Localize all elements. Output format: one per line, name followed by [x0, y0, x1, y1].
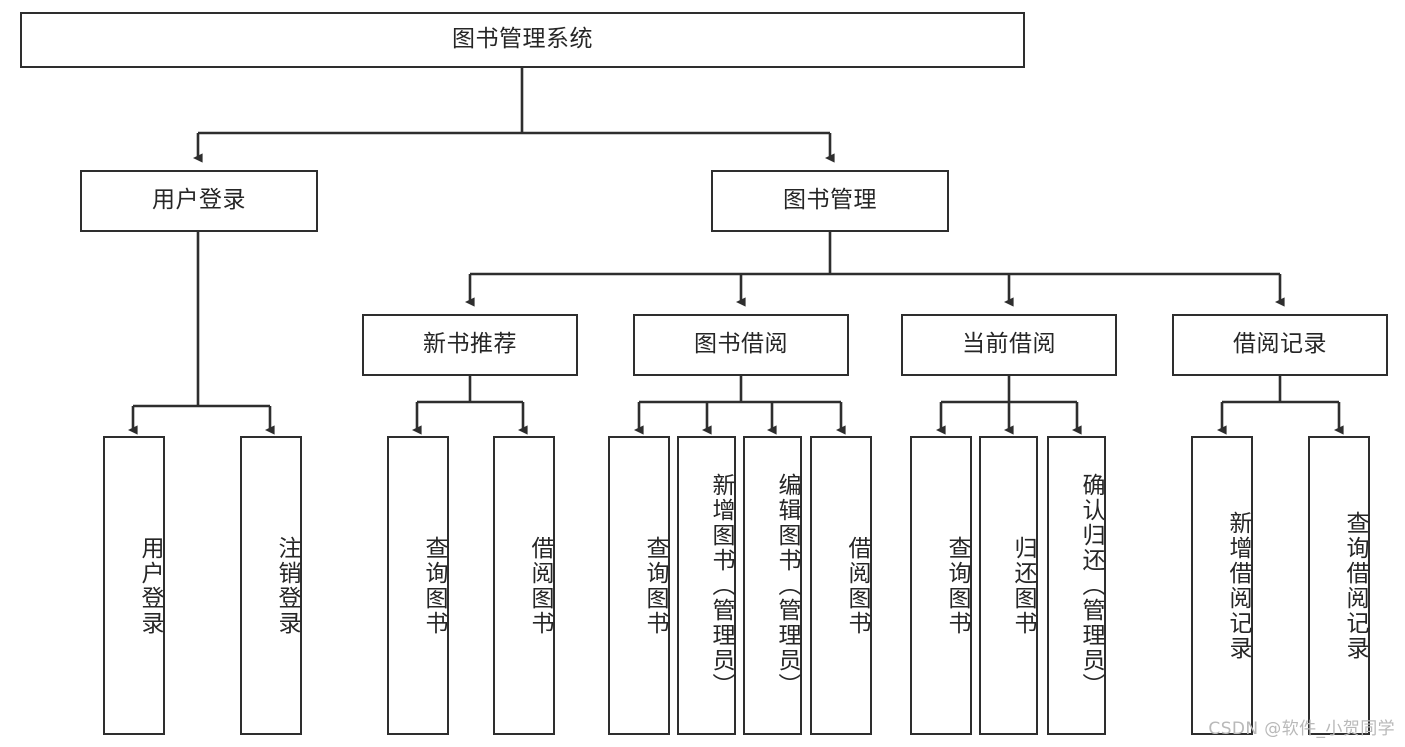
- leaf-borrow-borrow-book[interactable]: 借阅图书: [810, 436, 872, 735]
- node-root-system[interactable]: 图书管理系统: [20, 12, 1025, 68]
- leaf-recommend-query-book[interactable]: 查询图书: [387, 436, 449, 735]
- node-book-management[interactable]: 图书管理: [711, 170, 949, 232]
- leaf-borrow-edit-book-admin[interactable]: 编辑图书（管理员）: [743, 436, 802, 735]
- leaf-current-confirm-return-admin[interactable]: 确认归还（管理员）: [1047, 436, 1106, 735]
- leaf-user-login-logout[interactable]: 注销登录: [240, 436, 302, 735]
- node-new-book-recommend[interactable]: 新书推荐: [362, 314, 578, 376]
- leaf-borrow-add-book-admin[interactable]: 新增图书（管理员）: [677, 436, 736, 735]
- leaf-user-login-login[interactable]: 用户登录: [103, 436, 165, 735]
- node-borrow-record[interactable]: 借阅记录: [1172, 314, 1388, 376]
- node-book-borrow[interactable]: 图书借阅: [633, 314, 849, 376]
- leaf-recommend-borrow-book[interactable]: 借阅图书: [493, 436, 555, 735]
- leaf-record-query-record[interactable]: 查询借阅记录: [1308, 436, 1370, 735]
- csdn-watermark: CSDN @软件_小贺同学: [1208, 719, 1395, 739]
- node-user-login[interactable]: 用户登录: [80, 170, 318, 232]
- node-current-borrow[interactable]: 当前借阅: [901, 314, 1117, 376]
- leaf-borrow-query-book[interactable]: 查询图书: [608, 436, 670, 735]
- leaf-current-return-book[interactable]: 归还图书: [979, 436, 1038, 735]
- leaf-record-add-record[interactable]: 新增借阅记录: [1191, 436, 1253, 735]
- leaf-current-query-book[interactable]: 查询图书: [910, 436, 972, 735]
